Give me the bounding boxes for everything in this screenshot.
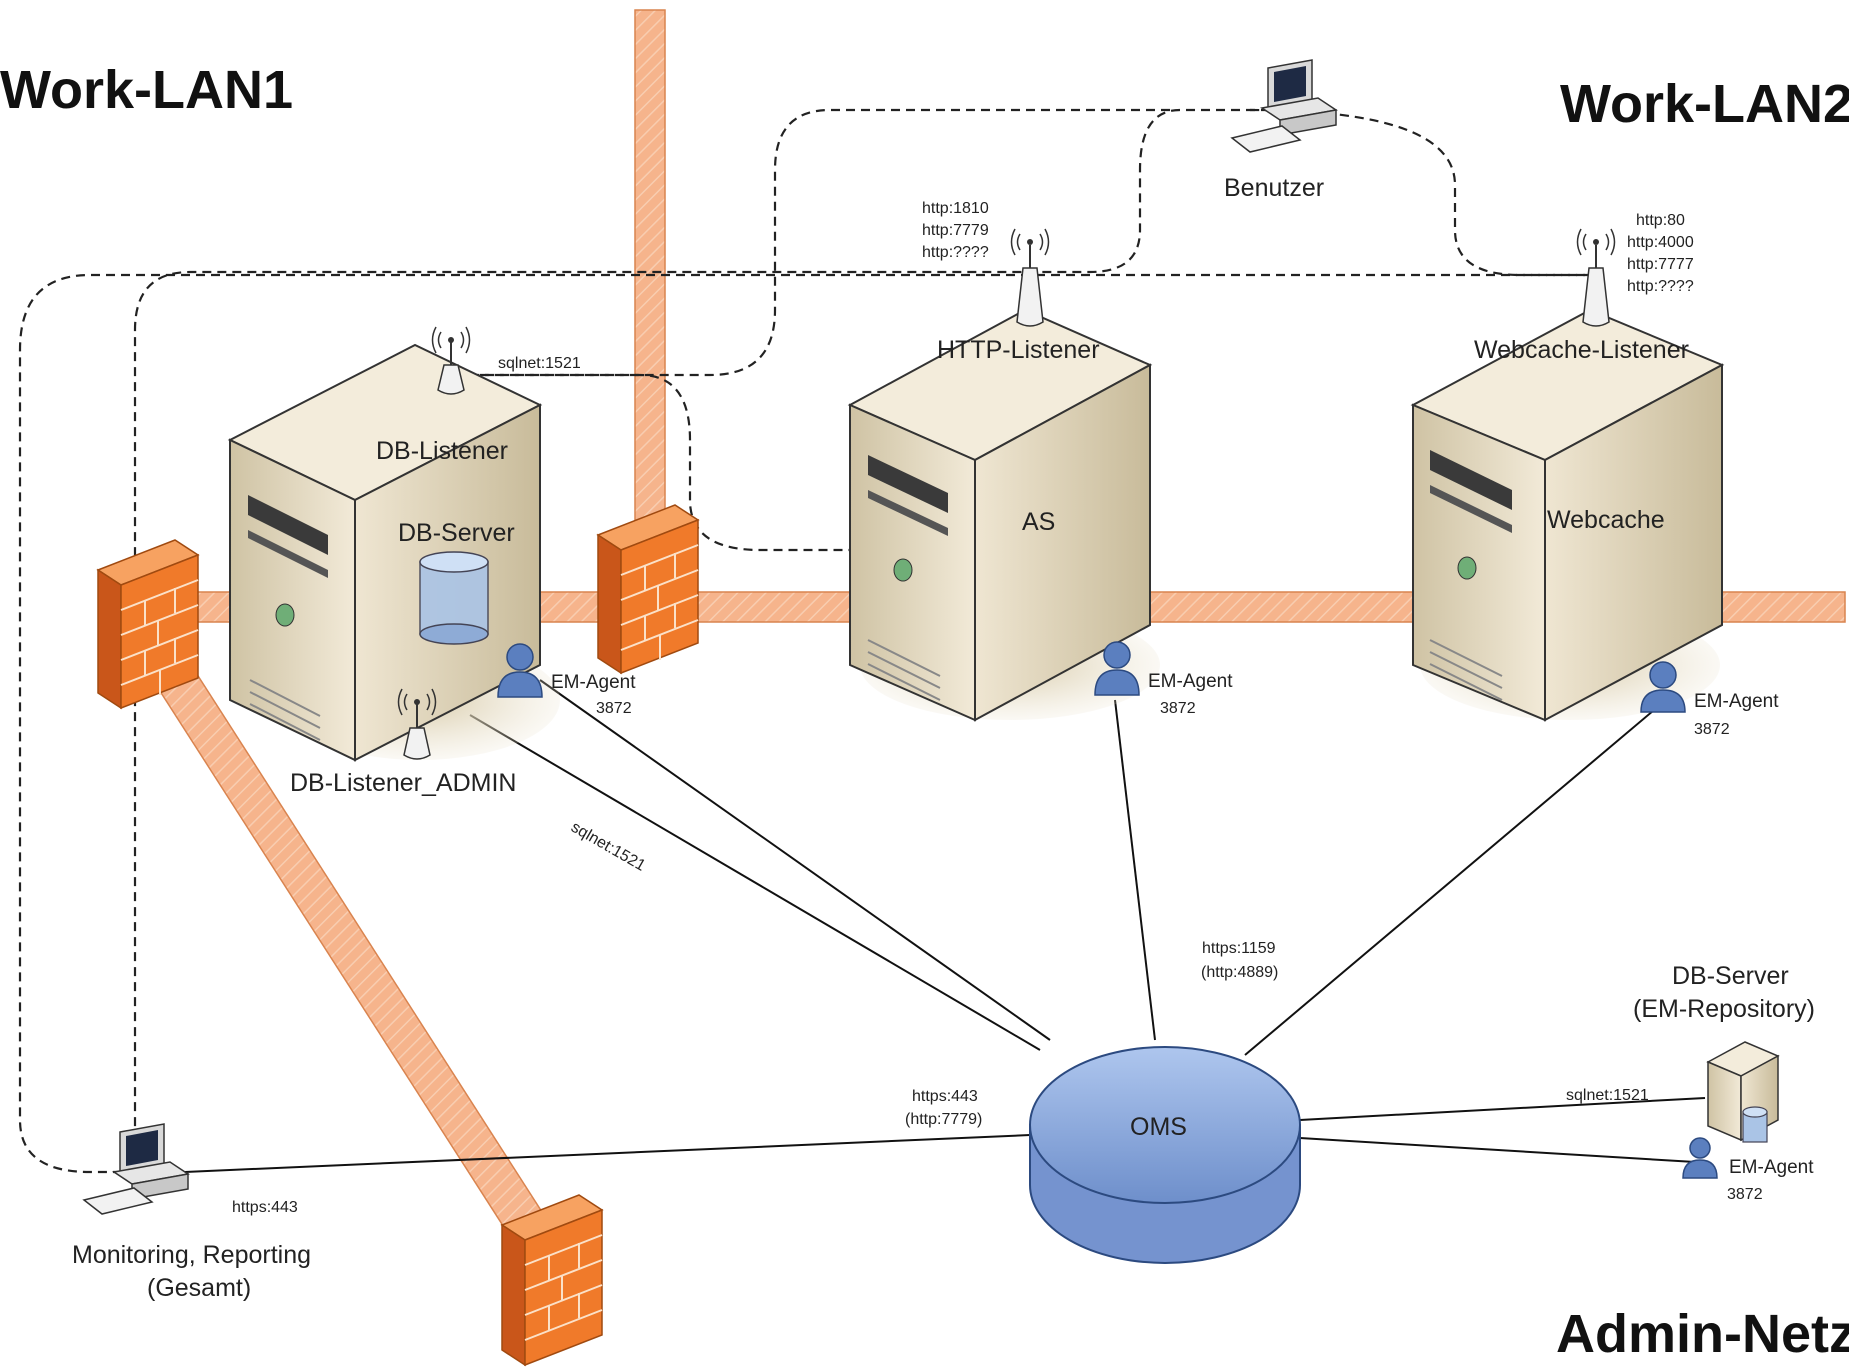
webcache-agent-port: 3872 [1694,721,1730,738]
as-agent-label: EM-Agent [1148,671,1233,692]
database-icon [419,551,489,645]
repository-server-icon [1706,1041,1780,1143]
webcache-to-monitoring-path [18,273,1600,1174]
antenna-icon [397,688,437,760]
repository-label-2: (EM-Repository) [1633,995,1815,1023]
db-listener-label: DB-Listener [376,437,508,465]
oms-label: OMS [1130,1113,1187,1141]
webcache-port-3: http:7777 [1627,256,1694,273]
oms-port-left-2: (http:7779) [905,1111,982,1128]
db-to-as-path [470,373,850,552]
monitoring-label-2: (Gesamt) [147,1274,251,1302]
db-listener-admin-label: DB-Listener_ADMIN [290,769,516,797]
workstation-icon [1230,59,1338,153]
webcache-server-label: Webcache [1547,506,1665,534]
db-server-label: DB-Server [398,519,515,547]
db-listener-port: sqlnet:1521 [498,355,581,372]
oms-port-left-1: https:443 [912,1088,978,1105]
monitoring-label-1: Monitoring, Reporting [72,1241,311,1269]
repository-label-1: DB-Server [1672,962,1789,990]
agent-icon [497,643,543,698]
webcache-agent-label: EM-Agent [1694,691,1779,712]
as-port-1: http:1810 [922,200,989,217]
antenna-icon [1010,228,1050,327]
webcache-port-4: http:???? [1627,278,1694,295]
repository-agent-port: 3872 [1727,1186,1763,1203]
as-server-label: AS [1022,508,1055,536]
oms-port-upper-1: https:1159 [1202,940,1276,957]
zone-title-admin: Admin-Netz [1556,1304,1849,1364]
oms-repository-link-port: sqlnet:1521 [1566,1087,1649,1104]
webcache-listener-label: Webcache-Listener [1474,336,1689,364]
workstation-icon [82,1123,190,1215]
agent-icon [1094,641,1140,696]
http-listener-label: HTTP-Listener [937,336,1100,364]
db-agent-port: 3872 [596,700,632,717]
zone-title-lan2: Work-LAN2 [1560,74,1849,134]
antenna-icon [1576,228,1616,327]
as-server-icon [847,308,1160,722]
repository-agent-label: EM-Agent [1729,1157,1814,1178]
agent-icon [1682,1137,1718,1179]
as-port-3: http:???? [922,244,989,261]
user-to-webcache-path [1249,108,1600,277]
oms-database-icon [1029,1046,1301,1264]
firewall-icon [596,504,700,675]
link-webcache-agent-oms [1244,704,1661,1056]
webcache-port-2: http:4000 [1627,234,1694,251]
agent-icon [1640,661,1686,713]
zone-title-lan1: Work-LAN1 [0,60,293,120]
antenna-icon [431,326,471,395]
firewall-icon [96,539,200,710]
oms-port-upper-2: (http:4889) [1201,964,1278,981]
webcache-server-icon [1410,308,1725,722]
db-admin-link-port: sqlnet:1521 [568,819,648,875]
firewall-icon [500,1194,604,1367]
as-port-2: http:7779 [922,222,989,239]
link-oms-repository [1299,1097,1706,1121]
webcache-port-1: http:80 [1636,212,1685,229]
link-db-admin-oms [469,714,1041,1051]
firewall-band-vertical [634,9,666,571]
user-to-db-path [450,108,1170,377]
link-oms-repository-agent [1299,1137,1696,1163]
link-db-agent-oms [539,679,1051,1041]
link-monitoring-oms [184,1134,1031,1173]
monitoring-port: https:443 [232,1199,298,1216]
link-as-agent-oms [1114,699,1156,1041]
user-label: Benutzer [1224,174,1324,202]
as-agent-port: 3872 [1160,700,1196,717]
user-to-monitoring-path [133,108,1330,1160]
db-agent-label: EM-Agent [551,672,636,693]
